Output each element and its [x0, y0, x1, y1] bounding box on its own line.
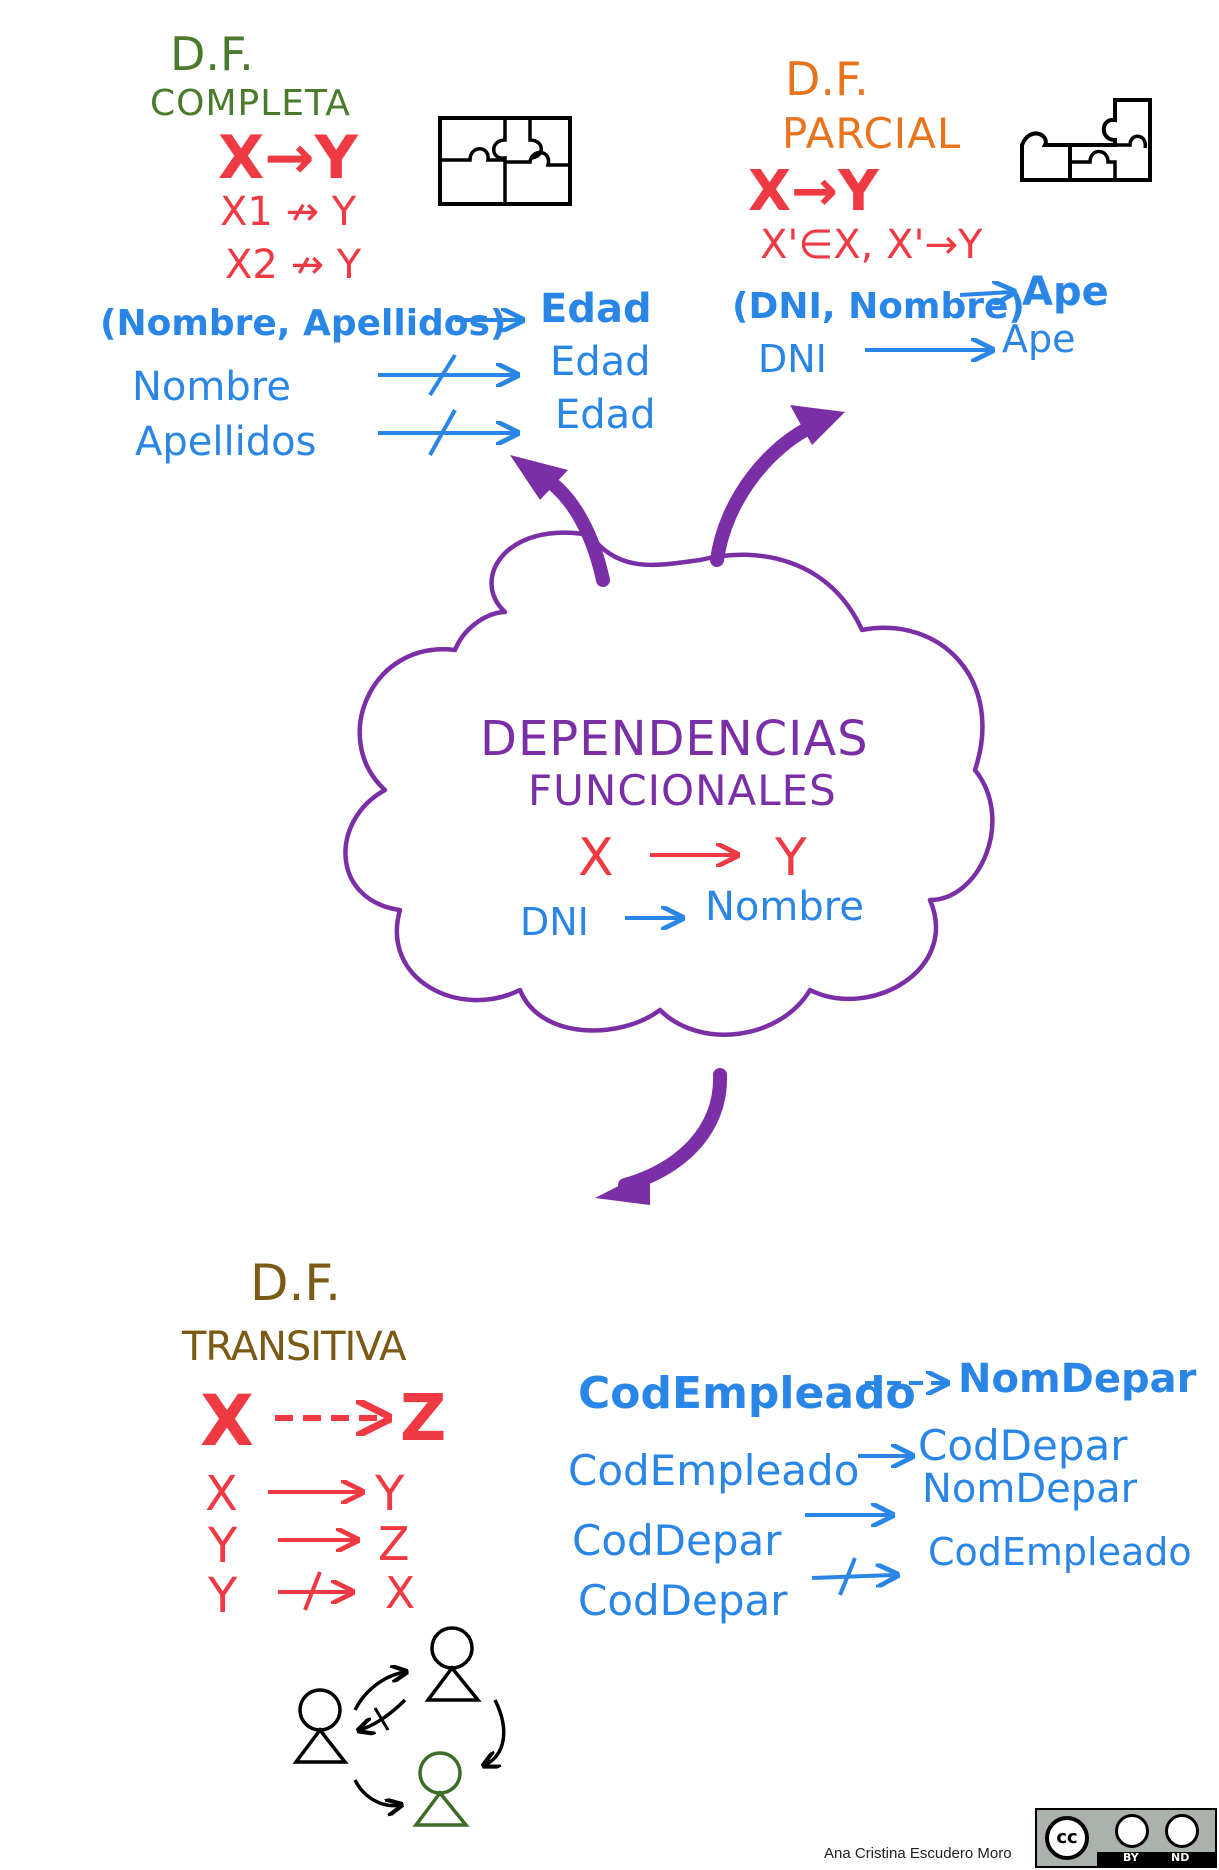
- completa-example-3-cross: [428, 409, 457, 456]
- center-title-line1: DEPENDENCIAS: [480, 711, 869, 767]
- completa-rule-1: X1 ↛ Y: [220, 189, 357, 235]
- section-parcial: D.F. PARCIAL X→Y X'∈X, X'→Y (DNI, Nombre…: [732, 52, 1152, 381]
- completa-example-3-lhs: Apellidos: [135, 419, 316, 465]
- completa-example-1-rhs: Edad: [540, 286, 652, 332]
- transitiva-example-2-rhs: CodDepar: [918, 1421, 1128, 1470]
- arrow-to-completa-head: [510, 455, 568, 500]
- transitiva-example-4-arrow: [811, 1575, 895, 1578]
- completa-example-2-cross: [428, 353, 457, 397]
- people-cycle-icon: [292, 1626, 506, 1827]
- license-bar: [1097, 1852, 1215, 1866]
- puzzle-icon: [438, 116, 572, 206]
- arrow-to-parcial-head: [790, 405, 845, 445]
- completa-example-2-lhs: Nombre: [132, 364, 291, 410]
- parcial-main-rule: X→Y: [748, 159, 880, 224]
- section-completa: D.F. COMPLETA X→Y X1 ↛ Y X2 ↛ Y (Nombre,…: [100, 27, 656, 465]
- completa-example-3-rhs: Edad: [555, 392, 656, 438]
- purple-arrows: [510, 405, 845, 1205]
- transitiva-example-4-cross: [838, 1557, 857, 1596]
- transitiva-rule-3-cross: [303, 1571, 322, 1611]
- creative-commons-icon[interactable]: cc BY ND: [1035, 1808, 1217, 1868]
- transitiva-example-1-rhs: NomDepar: [958, 1356, 1197, 1402]
- completa-title-line2: COMPLETA: [150, 83, 351, 124]
- transitiva-rule-1-rhs: Y: [374, 1466, 405, 1522]
- parcial-rule-1: X'∈X, X'→Y: [760, 222, 983, 268]
- center-title-line2: FUNCIONALES: [528, 766, 837, 815]
- completa-example-2-rhs: Edad: [550, 339, 651, 385]
- transitiva-rule-1-lhs: X: [205, 1466, 238, 1522]
- transitiva-example-2-lhs: CodEmpleado: [568, 1446, 859, 1495]
- transitiva-rule-2-rhs: Z: [378, 1517, 410, 1571]
- puzzle-partial-icon: [1020, 98, 1152, 182]
- center-example-lhs: DNI: [520, 900, 589, 944]
- transitiva-example-1-lhs: CodEmpleado: [578, 1368, 916, 1419]
- arrow-to-parcial: [710, 418, 822, 567]
- completa-main-rule: X→Y: [218, 123, 360, 193]
- transitiva-example-4-lhs: CodDepar: [578, 1576, 788, 1625]
- author-credit: Ana Cristina Escudero Moro: [824, 1845, 1012, 1862]
- completa-example-1-lhs: (Nombre, Apellidos): [100, 303, 506, 344]
- no-derivatives-icon: [1165, 1814, 1199, 1848]
- section-transitiva: D.F. TRANSITIVA X Z X Y Y Z Y X: [181, 1254, 1197, 1827]
- parcial-example-1-arrow: [959, 292, 1012, 295]
- center-example-rhs: Nombre: [705, 884, 864, 930]
- transitiva-title-line2: TRANSITIVA: [181, 1324, 407, 1370]
- transitiva-main-rhs: Z: [400, 1382, 446, 1456]
- transitiva-rule-3-lhs: Y: [207, 1568, 238, 1624]
- center-rule-y: Y: [774, 828, 807, 888]
- attribution-icon: [1115, 1814, 1149, 1848]
- parcial-title-line2: PARCIAL: [782, 109, 961, 158]
- license-nd-label: ND: [1171, 1851, 1190, 1864]
- completa-rule-2: X2 ↛ Y: [225, 242, 362, 288]
- transitiva-title-line1: D.F.: [250, 1254, 341, 1312]
- center-rule-x: X: [578, 828, 614, 888]
- parcial-title-line1: D.F.: [785, 52, 869, 106]
- transitiva-rule-3-rhs: X: [385, 1568, 415, 1619]
- transitiva-main-lhs: X: [200, 1380, 254, 1462]
- parcial-example-2-lhs: DNI: [758, 337, 827, 381]
- license-by-label: BY: [1123, 1851, 1139, 1864]
- arrow-to-transitiva-head: [595, 1170, 650, 1205]
- parcial-example-1-rhs: Ape: [1022, 269, 1109, 315]
- arrow-to-transitiva: [618, 1068, 728, 1192]
- central-cloud: DEPENDENCIAS FUNCIONALES X Y DNI Nombre: [343, 530, 995, 1037]
- transitiva-example-4-rhs: CodEmpleado: [928, 1530, 1192, 1574]
- completa-title-line1: D.F.: [170, 27, 254, 81]
- cc-logo: cc: [1045, 1816, 1089, 1860]
- parcial-example-2-rhs: Ape: [1002, 317, 1076, 361]
- transitiva-rule-2-lhs: Y: [207, 1518, 238, 1574]
- transitiva-example-3-rhs: NomDepar: [922, 1466, 1138, 1512]
- transitiva-example-3-lhs: CodDepar: [572, 1516, 782, 1565]
